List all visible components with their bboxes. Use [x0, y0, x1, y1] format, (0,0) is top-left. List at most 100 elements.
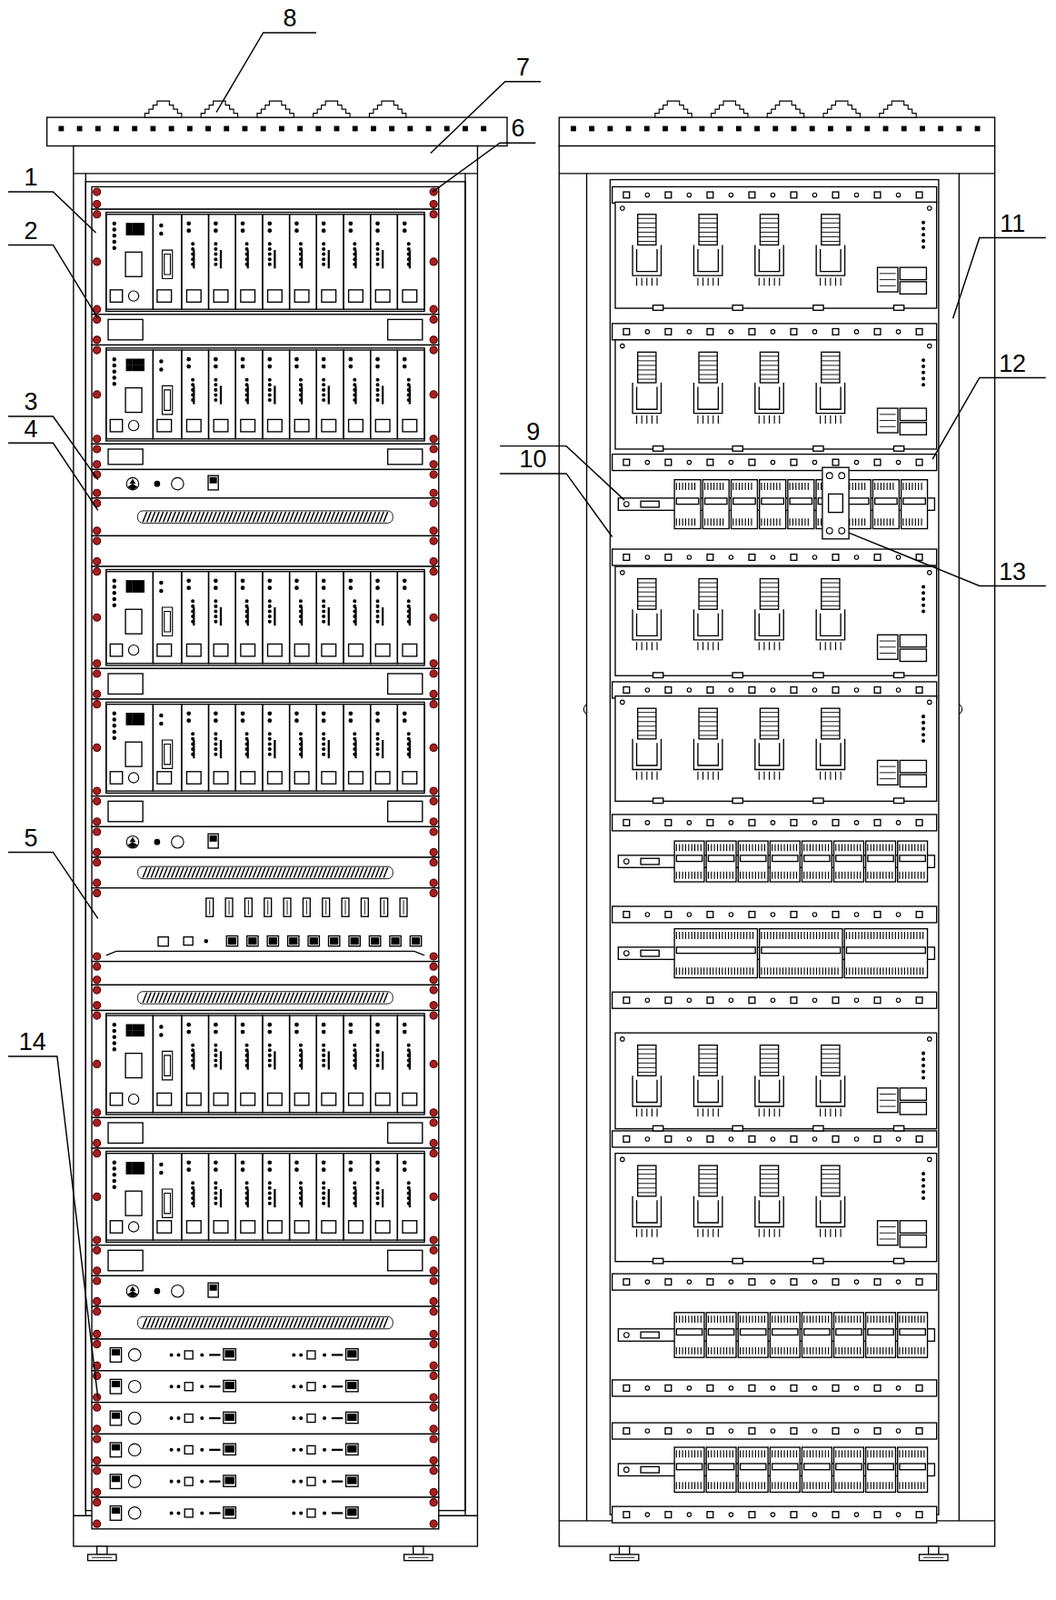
pin: [879, 652, 897, 654]
card: [209, 1015, 237, 1113]
screw-dot: [93, 390, 101, 399]
plug-pin: [821, 1071, 840, 1073]
cable-gland: [879, 100, 917, 118]
label-plate: [388, 1122, 423, 1143]
plug-body: [816, 1195, 845, 1227]
wire: [651, 771, 653, 780]
led-bar: [247, 607, 250, 626]
power-panel: [91, 826, 439, 857]
port-line: [287, 899, 289, 915]
led-bar: [247, 249, 250, 269]
card-cage: [106, 212, 425, 312]
plug-body: [755, 1195, 784, 1227]
vent-hole: [426, 126, 430, 130]
plug-pin: [759, 1186, 778, 1188]
screw-dot: [93, 847, 101, 856]
led: [112, 239, 116, 243]
ethernet-socket: [225, 1476, 234, 1484]
vent-slot: [142, 1316, 147, 1327]
led: [323, 1416, 327, 1420]
led: [298, 378, 302, 381]
plug-pin: [821, 587, 840, 588]
ethernet-socket: [348, 1476, 357, 1484]
rail-hole: [687, 1512, 691, 1516]
rail-hole: [832, 996, 839, 1004]
led: [169, 1447, 173, 1451]
card: [343, 1153, 371, 1240]
rail-hole: [770, 912, 775, 917]
led: [240, 718, 245, 723]
plug-pin: [637, 725, 657, 727]
label-plate: [108, 800, 143, 821]
ethernet-socket: [225, 1444, 234, 1452]
vent-slot: [314, 1316, 319, 1327]
led: [268, 1048, 271, 1052]
screw-dot: [429, 858, 438, 867]
led: [214, 1053, 218, 1056]
rail-hole: [728, 329, 733, 334]
screw-dot: [93, 1424, 101, 1433]
vent-slot: [367, 992, 371, 1003]
led-bar: [209, 1416, 220, 1419]
led: [922, 715, 926, 718]
handle: [240, 1220, 256, 1233]
screw-dot: [93, 689, 101, 698]
led: [402, 586, 407, 590]
top-cover: [558, 117, 995, 146]
fiber-port: [225, 897, 233, 917]
led-bar: [328, 607, 330, 626]
rail-hole: [728, 997, 733, 1002]
wire: [819, 1107, 821, 1116]
vent-slot: [220, 1316, 225, 1327]
vent-slot: [367, 511, 371, 522]
vent-hole: [77, 126, 81, 130]
screw-dot: [93, 952, 101, 960]
screw-dot: [429, 962, 438, 970]
led-bar: [328, 249, 330, 269]
screw-dot: [93, 527, 101, 535]
rail-hole: [874, 819, 881, 827]
led: [214, 604, 218, 608]
led: [112, 578, 116, 582]
button: [171, 835, 184, 847]
connector: [162, 385, 173, 414]
vent-slot: [240, 866, 245, 877]
cabinet-frame: [558, 146, 995, 1546]
rail-hole: [645, 459, 649, 464]
led: [353, 247, 357, 250]
wire: [835, 1228, 837, 1237]
card: [181, 349, 210, 439]
switch-rocker: [209, 477, 217, 483]
wire: [774, 641, 776, 650]
card: [370, 571, 399, 664]
plug-pin: [637, 591, 657, 593]
led-bar: [273, 385, 276, 404]
led: [187, 586, 191, 590]
led: [268, 737, 271, 740]
vent-slot: [293, 992, 298, 1003]
led: [126, 365, 132, 371]
handle: [268, 289, 283, 302]
port: [184, 1414, 193, 1423]
led: [187, 711, 191, 716]
led: [245, 737, 249, 740]
screw-dot: [429, 1361, 438, 1369]
label-plate: [108, 673, 143, 694]
led-bar: [209, 1448, 220, 1451]
led: [376, 1029, 380, 1034]
rail-hole: [874, 996, 881, 1004]
screw-dot: [429, 1192, 438, 1200]
led: [268, 378, 271, 381]
rail-hole: [728, 1428, 733, 1433]
led: [139, 719, 145, 726]
rail-hole: [854, 1512, 858, 1516]
screw-dot: [429, 743, 438, 751]
ethernet-socket: [249, 937, 257, 945]
led: [112, 1035, 116, 1038]
plug-pin: [821, 582, 840, 584]
rail-hole: [707, 1384, 714, 1392]
rail-hole: [896, 820, 900, 825]
led: [407, 383, 410, 387]
led: [321, 1022, 326, 1027]
connector: [877, 759, 898, 785]
